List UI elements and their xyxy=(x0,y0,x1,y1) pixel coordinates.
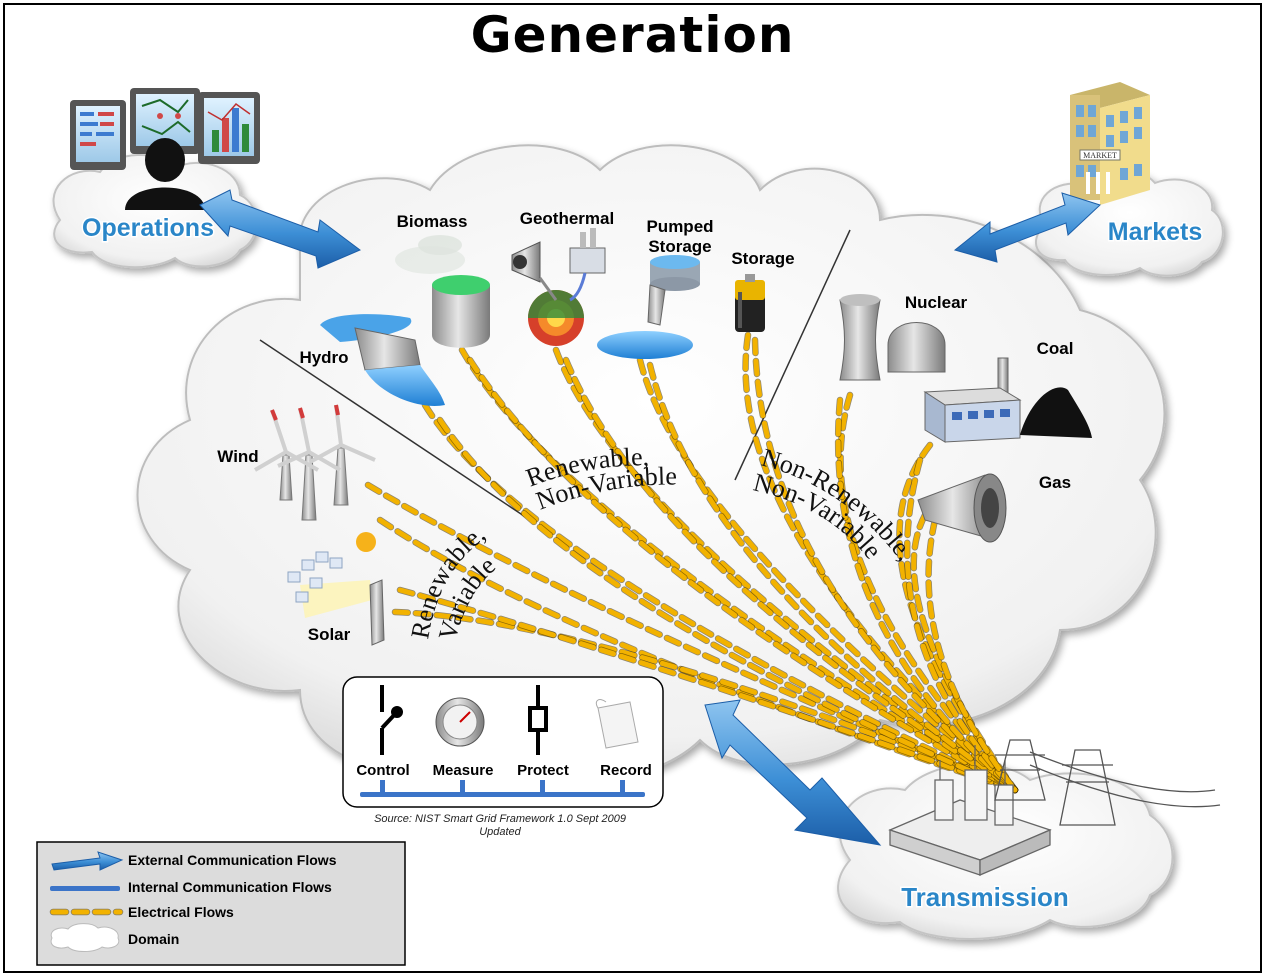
coal-plant-icon xyxy=(923,357,1092,443)
solar-label: Solar xyxy=(308,625,351,644)
source-note-line2: Updated xyxy=(479,826,521,838)
legend-internal-label: Internal Communication Flows xyxy=(128,879,332,895)
legend-domain-label: Domain xyxy=(128,931,179,947)
operations-comm-arrow[interactable] xyxy=(199,189,361,269)
pumped-storage-label-1: Pumped xyxy=(646,217,713,236)
legend-electrical-label: Electrical Flows xyxy=(128,904,234,920)
flow-gas-2 xyxy=(926,517,1018,793)
flow-hydro xyxy=(422,402,1018,793)
flow-storage-2 xyxy=(752,337,1018,793)
substation-icon xyxy=(888,745,1052,876)
flow-pumped-storage xyxy=(637,357,1018,793)
svg-text:MARKET: MARKET xyxy=(1083,151,1117,160)
pumped-storage-icon xyxy=(597,255,700,359)
transmission-comm-arrow[interactable] xyxy=(704,699,882,846)
measure-label: Measure xyxy=(433,762,494,779)
transmission-tower-icon xyxy=(994,739,1221,826)
wind-turbine-icon xyxy=(253,404,376,521)
transmission-label: Transmission xyxy=(901,882,1069,912)
operations-console-icon xyxy=(70,88,260,210)
domain-tools-panel: Control Measure Protect Record xyxy=(342,676,664,808)
legend: External Communication Flows Internal Co… xyxy=(36,841,406,966)
flow-hydro-2 xyxy=(437,417,1018,793)
gas-label: Gas xyxy=(1039,473,1071,492)
legend-domain-cloud xyxy=(50,923,120,952)
geothermal-label: Geothermal xyxy=(520,209,614,228)
source-note-line1: Source: NIST Smart Grid Framework 1.0 Se… xyxy=(374,813,626,825)
internal-communication-bus xyxy=(360,792,645,797)
flow-biomass-2 xyxy=(467,357,1018,793)
protect-label: Protect xyxy=(517,762,569,779)
solar-power-icon xyxy=(287,532,385,646)
record-label: Record xyxy=(600,762,652,779)
market-building-icon: MARKET xyxy=(1070,82,1150,205)
coal-label: Coal xyxy=(1037,339,1074,358)
nuclear-plant-icon xyxy=(839,294,946,381)
legend-internal-bar xyxy=(50,886,120,891)
flow-geothermal xyxy=(553,347,1018,793)
divider-variable xyxy=(259,339,531,521)
legend-external-arrow xyxy=(51,851,124,871)
electrical-flows xyxy=(364,331,1019,794)
page-title: Generation xyxy=(470,6,795,64)
protect-breaker-icon xyxy=(528,685,548,755)
markets-label: Markets xyxy=(1108,218,1203,246)
hydro-label: Hydro xyxy=(299,348,348,367)
flow-coal-2 xyxy=(904,457,1018,793)
markets-comm-arrow[interactable] xyxy=(953,192,1101,263)
operations-label: Operations xyxy=(82,214,214,242)
gas-turbine-icon xyxy=(917,473,1007,543)
hydro-dam-icon xyxy=(320,314,445,406)
control-switch-icon xyxy=(380,685,403,755)
geothermal-icon xyxy=(511,228,606,346)
flow-pumped-2 xyxy=(647,362,1018,793)
pumped-storage-label-2: Storage xyxy=(648,237,711,256)
storage-label: Storage xyxy=(731,249,794,268)
flow-geothermal-2 xyxy=(563,357,1018,793)
generation-domain-cloud xyxy=(136,144,1166,786)
battery-storage-icon xyxy=(735,274,765,332)
flow-solar xyxy=(392,609,1018,793)
wind-label: Wind xyxy=(217,447,258,466)
legend-external-label: External Communication Flows xyxy=(128,852,337,868)
flow-solar-2 xyxy=(397,587,1018,793)
nuclear-label: Nuclear xyxy=(905,293,968,312)
flow-nuclear-2 xyxy=(835,397,1018,793)
biomass-icon xyxy=(395,235,490,348)
biomass-label: Biomass xyxy=(397,212,468,231)
control-label: Control xyxy=(356,762,409,779)
record-scroll-icon xyxy=(595,699,639,749)
measure-gauge-icon xyxy=(435,697,485,747)
